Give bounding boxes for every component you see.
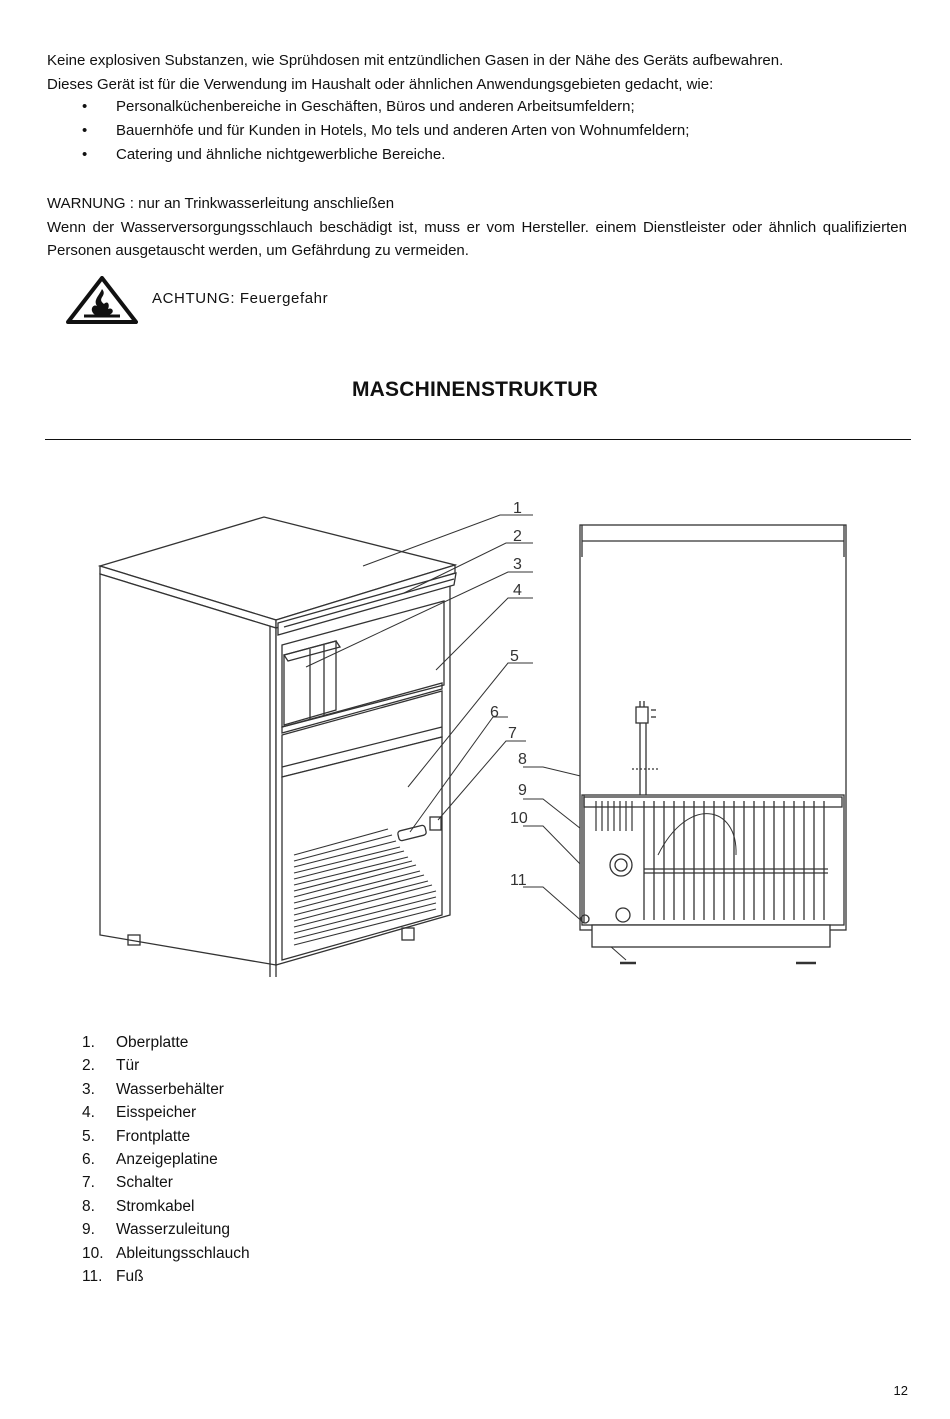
callout-8: 8 (518, 751, 527, 768)
callout-1: 1 (513, 500, 522, 517)
intro-text: Keine explosiven Substanzen, wie Sprühdo… (47, 49, 907, 96)
warning-title: WARNUNG : nur an Trinkwasserleitung ansc… (47, 195, 395, 212)
list-item: Bauernhöfe und für Kunden in Hotels, Mo … (47, 119, 907, 143)
parts-list: 1.Oberplatte 2.Tür 3.Wasserbehälter 4.Ei… (82, 1031, 250, 1288)
usage-list: Personalküchenbereiche in Geschäften, Bü… (47, 95, 907, 167)
list-item: 11.Fuß (82, 1268, 144, 1286)
machine-structure-diagram: 1 2 3 4 5 6 7 8 9 10 11 (97, 500, 847, 977)
list-item: 3.Wasserbehälter (82, 1080, 224, 1098)
warning-block: WARNUNG : nur an Trinkwasserleitung ansc… (47, 192, 907, 263)
callout-5: 5 (510, 648, 519, 665)
list-item: 6.Anzeigeplatine (82, 1151, 218, 1169)
list-item: Catering und ähnliche nichtgewerbliche B… (47, 143, 907, 167)
intro-line-2: Dieses Gerät ist für die Verwendung im H… (47, 75, 714, 93)
fire-hazard-icon (66, 276, 138, 324)
machine-rear-view (579, 524, 847, 965)
callout-11: 11 (510, 872, 527, 889)
caution-label: ACHTUNG: Feuergefahr (152, 290, 329, 307)
list-item: 10.Ableitungsschlauch (82, 1244, 250, 1262)
callout-10: 10 (510, 810, 528, 827)
list-item: 1.Oberplatte (82, 1034, 189, 1051)
callout-2: 2 (513, 528, 522, 545)
page-number: 12 (893, 1383, 908, 1398)
callout-6: 6 (490, 704, 499, 721)
section-title: MASCHINENSTRUKTUR (351, 378, 599, 401)
list-item: 2.Tür (82, 1057, 140, 1075)
callout-leaders (305, 514, 629, 961)
section-divider (45, 439, 911, 440)
warning-body: Wenn der Wasserversorgungsschlauch besch… (47, 218, 907, 260)
callout-3: 3 (513, 556, 522, 573)
intro-line-1: Keine explosiven Substanzen, wie Sprühdo… (47, 52, 784, 69)
list-item: 9.Wasserzuleitung (82, 1221, 231, 1239)
callout-9: 9 (518, 782, 527, 799)
callout-7: 7 (508, 725, 517, 742)
list-item: 7.Schalter (82, 1174, 173, 1192)
list-item: 8.Stromkabel (82, 1197, 195, 1215)
machine-perspective-view (97, 516, 458, 977)
list-item: Personalküchenbereiche in Geschäften, Bü… (47, 95, 907, 119)
list-item: 5.Frontplatte (82, 1127, 191, 1145)
callout-4: 4 (513, 582, 522, 599)
list-item: 4.Eisspeicher (82, 1104, 197, 1122)
